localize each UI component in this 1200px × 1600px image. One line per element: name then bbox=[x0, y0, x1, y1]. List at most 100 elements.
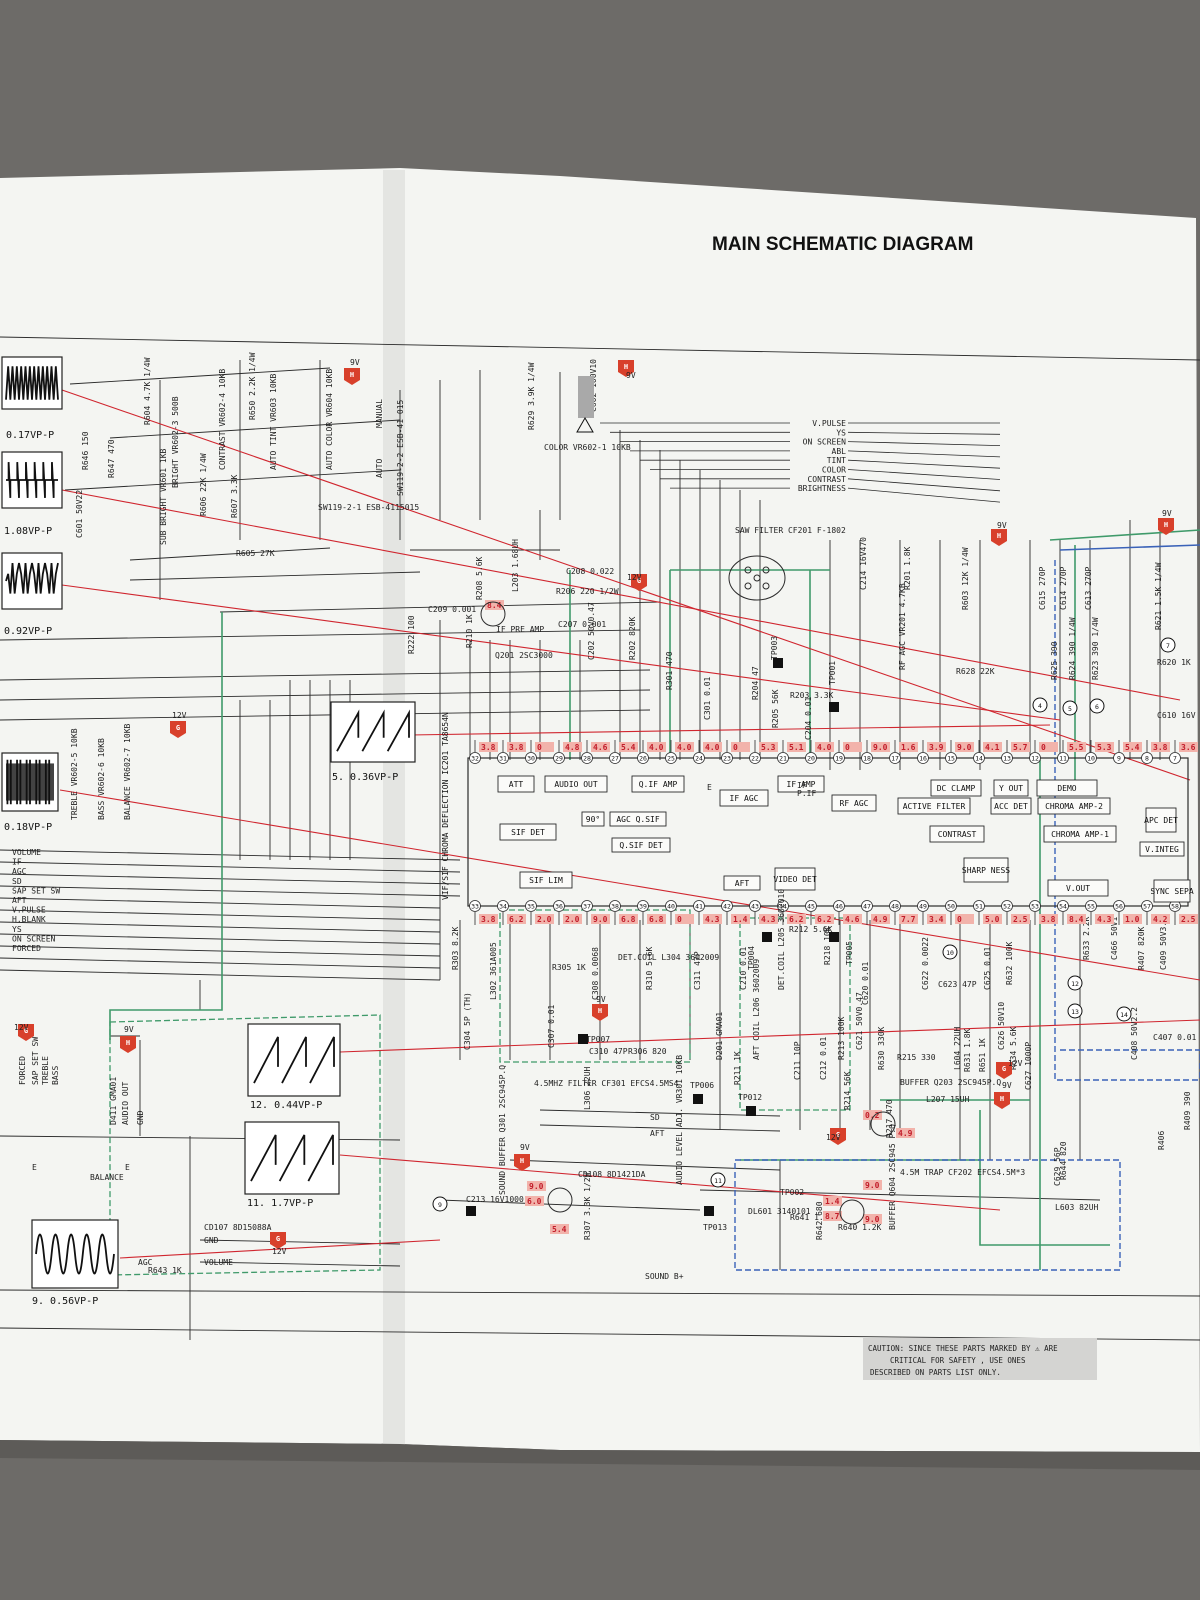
component-label: R629 3.9K 1/4W bbox=[527, 362, 536, 430]
voltage-value: 4.3 bbox=[761, 915, 776, 924]
power-flag-voltage: 9V bbox=[596, 995, 606, 1004]
ic-pin: 21 bbox=[777, 740, 789, 764]
pin-number: 31 bbox=[499, 755, 507, 763]
component-label: SAP SET SW bbox=[31, 1037, 40, 1085]
caution-line-1: CAUTION: SINCE THESE PARTS MARKED BY ⚠ A… bbox=[868, 1344, 1058, 1353]
component-label: R644 820 bbox=[1059, 1141, 1068, 1180]
pin-number: 11 bbox=[1059, 755, 1067, 763]
ic-block: CHROMA AMP-2 bbox=[1037, 797, 1111, 815]
ic-block-label: AFT bbox=[735, 879, 750, 888]
ic-pin: 41 bbox=[693, 900, 705, 925]
voltage-value: 0.2 bbox=[865, 1111, 880, 1120]
component-label: R206 220 1/2W bbox=[556, 587, 619, 596]
power-flag-voltage: 12V bbox=[826, 1133, 841, 1142]
component-label: C621 50V0.47 bbox=[855, 992, 864, 1050]
circle-marker-number: 9 bbox=[438, 1201, 442, 1209]
voltage-value: 8.7 bbox=[825, 1212, 840, 1221]
ic-block-label: IF AMP bbox=[787, 780, 816, 789]
circle-marker: 10 bbox=[942, 944, 958, 960]
ic-block: AGC Q.SIF bbox=[609, 811, 667, 827]
pin-number: 27 bbox=[611, 755, 619, 763]
voltage-label: 1.4 bbox=[823, 1196, 842, 1206]
component-label: R208 5.6K bbox=[475, 556, 484, 600]
control-bus-label: ABL bbox=[832, 447, 847, 456]
power-flag-voltage: 12V bbox=[172, 711, 187, 720]
ic-pin: 57 bbox=[1141, 900, 1153, 925]
component-label: R647 470 bbox=[107, 439, 116, 478]
component-label: L603 82UH bbox=[1055, 1203, 1099, 1212]
voltage-label: 7.7 bbox=[899, 914, 918, 924]
power-flag: H9V bbox=[1158, 509, 1174, 535]
ic-block-label: DC CLAMP bbox=[937, 784, 976, 793]
component-label: SD bbox=[650, 1113, 660, 1122]
left-bus-label: ON SCREEN bbox=[12, 934, 56, 943]
pin-number: 57 bbox=[1143, 903, 1151, 911]
waveform-label: 0.92VP-P bbox=[4, 626, 52, 637]
component-label: R213 100K bbox=[837, 1016, 846, 1060]
component-label: C211 10P bbox=[793, 1041, 802, 1080]
component-label: C627 1000P bbox=[1024, 1042, 1033, 1090]
transistor-symbols bbox=[480, 601, 896, 1225]
circle-marker: 13 bbox=[1067, 1003, 1083, 1019]
control-bus-label: BRIGHTNESS bbox=[798, 484, 846, 493]
ic-pin: 39 bbox=[637, 900, 649, 925]
bus-wire bbox=[847, 478, 1001, 492]
blue-trace-top bbox=[1059, 544, 1200, 551]
component-label: R306 820 bbox=[628, 1047, 667, 1056]
bus-wire bbox=[847, 487, 1001, 503]
component-label: 4.5MHZ FILTER CF301 EFCS4.5MS4 bbox=[534, 1079, 679, 1088]
voltage-label: 4.9 bbox=[896, 1128, 915, 1138]
component-label: R409 390 bbox=[1183, 1091, 1192, 1130]
component-label: C310 47P bbox=[589, 1047, 628, 1056]
component-label: L604 22UH bbox=[953, 1026, 962, 1070]
power-flag: H9V bbox=[592, 995, 608, 1021]
voltage-label: 0 bbox=[675, 914, 694, 924]
component-label: R621 1.5K 1/4W bbox=[1154, 562, 1163, 630]
ic-pin: 44 bbox=[777, 900, 789, 925]
component-label: TP012 bbox=[738, 1093, 762, 1102]
component-label: SUB BRIGHT VR601 1KB bbox=[159, 448, 168, 545]
voltage-label: 2.0 bbox=[563, 914, 582, 924]
pin-number: 47 bbox=[863, 903, 871, 911]
ic-block: Q.IF AMP bbox=[631, 775, 685, 793]
ic-pin: 35 bbox=[525, 900, 537, 925]
voltage-value: 0 bbox=[677, 915, 682, 924]
component-label: C629 56P bbox=[1053, 1147, 1062, 1186]
component-label: C622 0.0022 bbox=[921, 937, 930, 990]
component-label: C304 5P (TH) bbox=[463, 992, 472, 1050]
voltage-label: 9.0 bbox=[955, 742, 974, 752]
waveform-label: 11. 1.7VP-P bbox=[247, 1198, 313, 1209]
pin-number: 34 bbox=[499, 903, 507, 911]
voltage-label: 5.4 bbox=[550, 1224, 569, 1234]
voltage-value: 4.0 bbox=[649, 743, 664, 752]
component-label: R646 150 bbox=[81, 431, 90, 470]
ic-block: RF AGC bbox=[831, 794, 877, 812]
component-label: C623 47P bbox=[938, 980, 977, 989]
power-flag-voltage: 12V bbox=[14, 1023, 29, 1032]
ic-pin: 42 bbox=[721, 900, 733, 925]
component-label: L306 22UH bbox=[583, 1066, 592, 1110]
voltage-value: 0 bbox=[537, 743, 542, 752]
component-label: TP004 bbox=[747, 946, 756, 970]
voltage-value: 5.0 bbox=[985, 915, 1000, 924]
ic-pin: 45 bbox=[805, 900, 817, 925]
circle-marker-number: 5 bbox=[1068, 705, 1072, 713]
voltage-label: 4.3 bbox=[759, 914, 778, 924]
power-flag-voltage: 9V bbox=[520, 1143, 530, 1152]
control-bus-label: V.PULSE bbox=[812, 419, 846, 428]
power-flag: H9V bbox=[120, 1025, 136, 1053]
voltage-value: 4.6 bbox=[845, 915, 860, 924]
ic-pin: 12 bbox=[1029, 740, 1041, 764]
voltage-value: 4.3 bbox=[705, 915, 720, 924]
component-label: R203 3.3K bbox=[790, 691, 834, 700]
component-label: R607 3.3K bbox=[230, 474, 239, 518]
pin-number: 12 bbox=[1031, 755, 1039, 763]
ic-block-label: V.INTEG bbox=[1145, 845, 1179, 854]
component-label: R214 56K bbox=[843, 1071, 852, 1110]
component-label: AGC bbox=[138, 1258, 153, 1267]
